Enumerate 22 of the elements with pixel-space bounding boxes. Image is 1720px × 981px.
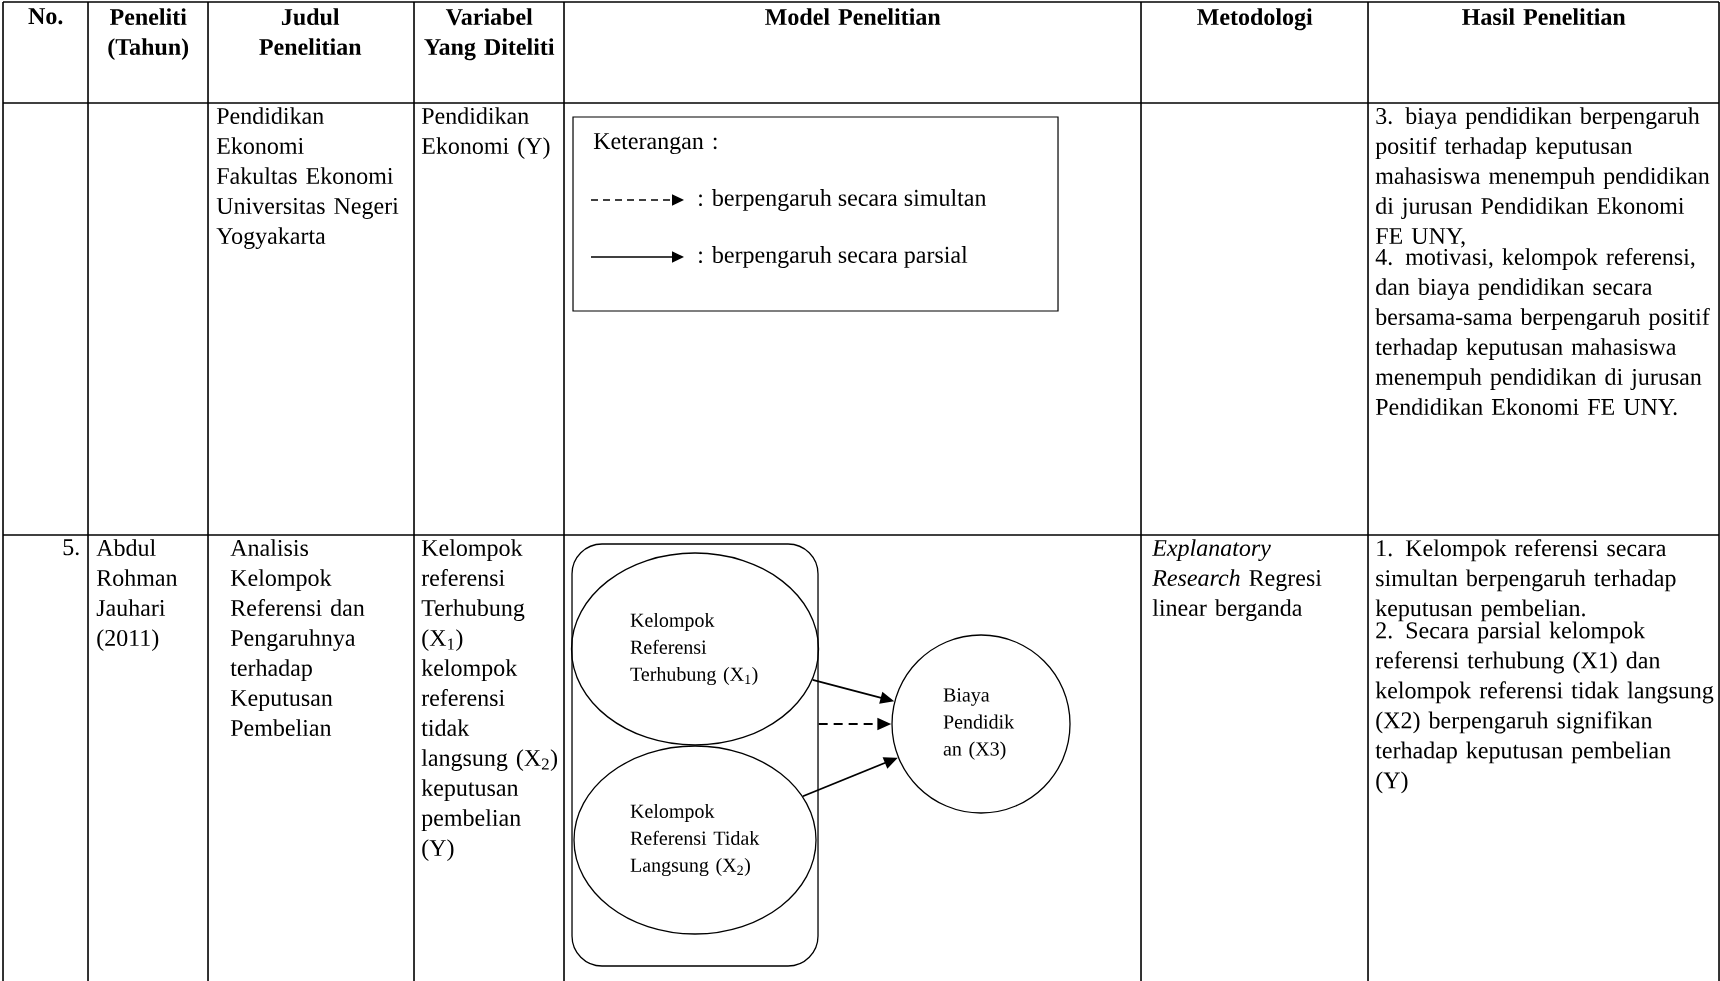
column-heading: No. <box>28 8 63 25</box>
legend-text: : berpengaruh secara parsial <box>699 246 968 268</box>
column-heading: Model Penelitian <box>765 8 941 26</box>
column-heading: Judul Penelitian <box>259 8 362 56</box>
column-heading: Variabel Yang Diteliti <box>424 8 555 61</box>
table-text: Pendidikan Ekonomi (Y) <box>421 107 550 159</box>
table-text: 3. biaya pendidikan berpengaruh positif terhadap keputusan mahasiswa menempuh pendidikan di jurusan Pendidikan Ekonomi FE UNY, <box>1375 107 1710 248</box>
column-heading: Hasil Penelitian <box>1462 8 1626 26</box>
table-text: Abdul Rohman Jauhari (2011) <box>96 539 178 651</box>
legend-title: Keterangan : <box>593 133 717 155</box>
table-text: Pendidikan Ekonomi Fakultas Ekonomi Universitas Negeri Yogyakarta <box>216 107 399 249</box>
table-text: Explanatory Research Regresi linear berganda <box>1151 539 1322 621</box>
row-number: 5. <box>63 539 79 556</box>
table-text: 1. Kelompok referensi secara simultan berpengaruh terhadap keputusan pembelian. <box>1375 539 1676 622</box>
legend-text: : berpengaruh secara simultan <box>699 189 987 211</box>
column-heading: Peneliti (Tahun) <box>108 8 189 60</box>
table-text: 2. Secara parsial kelompok referensi terhubung (X1) dan kelompok referensi tidak langsung (X2) berpengaruh signifikan terhadap keputusan pembelian (Y) <box>1375 621 1714 794</box>
column-heading: Metodologi <box>1197 8 1313 31</box>
table-text: 4. motivasi, kelompok referensi, dan biaya pendidikan secara bersama-sama berpengaruh positif terhadap keputusan mahasiswa menempuh pendidikan di jurusan Pendidikan Ekonomi FE UNY. <box>1375 247 1710 416</box>
table-text: Kelompok referensi Terhubung (X$_{1}$) kelompok referensi tidak langsung (X$_{2}$) keputusan pembelian (Y) <box>421 539 558 861</box>
table-text: Analisis Kelompok Referensi dan Pengaruhnya terhadap Keputusan Pembelian <box>230 539 365 737</box>
group-frame <box>571 543 819 967</box>
